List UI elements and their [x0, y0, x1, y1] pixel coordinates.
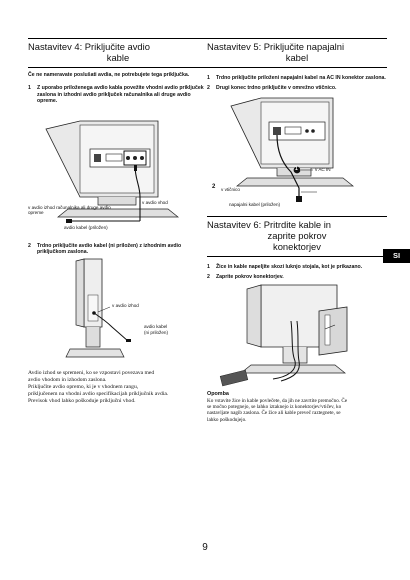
- body-line: priključenem na vhodni avdio specifikaci…: [28, 391, 169, 398]
- monitor-rear-audio-in-drawing: [45, 120, 179, 223]
- audio-output-illustration: v avdio izhod avdio kabel (ni priložen): [28, 255, 208, 365]
- note-line: se močno potegnejo, se lahko iztaknejo i…: [207, 404, 342, 411]
- section6-step1: 1 Žice in kable napeljite skozi luknjo s…: [207, 264, 387, 270]
- callout-2: 2: [212, 183, 216, 190]
- audio-cable-supplied-label: avdio kabel (priložen): [64, 224, 108, 230]
- step-text: Trdno priključite avdio kabel (ni prilož…: [37, 242, 182, 256]
- step-text: Žice in kable napeljite skozi luknjo sto…: [216, 263, 363, 270]
- step-number: 2: [28, 242, 31, 249]
- body-line: avdio vhodom in izhodom zaslona.: [28, 377, 107, 384]
- section6-top-rule: [207, 215, 387, 217]
- audio-in-label: v avdio vhod: [142, 199, 168, 205]
- step-number: 2: [207, 85, 210, 92]
- power-cable-label: napajalni kabel (priložen): [229, 201, 281, 207]
- right-column: Nastavitev 5: Priključite napajalni kabe…: [207, 38, 387, 423]
- step-text: Zaprite pokrov konektorjev.: [216, 274, 284, 281]
- audio-cable-not-supplied-label-l1: avdio kabel: [144, 324, 168, 330]
- section6-heading: Nastavitev 6: Pritrdite kable in zaprite…: [207, 219, 387, 252]
- left-column: Nastavitev 4: Priključite avdio kable Če…: [28, 38, 208, 405]
- step-number: 1: [28, 85, 31, 92]
- note-title: Opomba: [207, 390, 229, 397]
- section4-step2: 2 Trdno priključite avdio kabel (ni pril…: [28, 243, 208, 256]
- section4-title-line1: Nastavitev 4: Priključite avdio: [28, 41, 150, 52]
- note-line: nastavljate nagib zaslona. Če žice ali k…: [207, 410, 341, 417]
- section4-heading: Nastavitev 4: Priključite avdio kable: [28, 41, 208, 63]
- section4-title-line2: kable: [106, 52, 130, 63]
- page-number: 9: [202, 542, 208, 553]
- outlet-label: v vtičnico: [221, 186, 240, 192]
- cable-routing-illustration: [207, 281, 387, 387]
- step-number: 1: [207, 263, 210, 270]
- section4-top-rule: [28, 38, 208, 39]
- section5-bottom-rule: [207, 67, 387, 68]
- section4-step1: 1 Z uporabo priloženega avdio kabla pove…: [28, 85, 208, 104]
- monitor-rear-ac-in-drawing: [230, 97, 354, 202]
- note-body: Ko vstavite žice in kable povlečete, da …: [207, 398, 387, 424]
- step-text: Z uporabo priloženega avdio kabla poveži…: [37, 85, 204, 105]
- audio-input-illustration: v avdio vhod v avdio izhod računalnika a…: [28, 105, 208, 233]
- body-line: Previsok vhod lahko poškoduje priključni…: [28, 398, 136, 405]
- power-cable-illustration: 1 v AC IN 2 v vtičnico napajalni kabel (…: [207, 92, 387, 208]
- body-line: Priključite avdio opremo, ki je v vhodne…: [28, 384, 139, 391]
- section5-title-line1: Nastavitev 5: Priključite napajalni: [207, 41, 345, 52]
- section6-step2: 2 Zaprite pokrov konektorjev.: [207, 274, 387, 280]
- section6-bottom-rule: [207, 255, 387, 257]
- section5-heading: Nastavitev 5: Priključite napajalni kabe…: [207, 41, 387, 63]
- section6-title-line2: zaprite pokrov: [267, 229, 327, 241]
- section4-intro: Če ne nameravate poslušati avdia, ne pot…: [28, 72, 190, 78]
- section5-title-line2: kabel: [285, 52, 309, 63]
- section6-title-line1: Nastavitev 6: Pritrdite kable in: [207, 218, 332, 230]
- step-number: 2: [207, 274, 210, 281]
- step-number: 1: [207, 75, 210, 81]
- section5-step2: 2 Drugi konec trdno priključite v omrežn…: [207, 85, 387, 91]
- note-line: Ko vstavite žice in kable povlečete, da …: [207, 397, 348, 404]
- section4-bottom-rule: [28, 67, 208, 68]
- monitor-side-audio-out-drawing: [65, 258, 131, 358]
- language-tab: SI: [383, 249, 410, 263]
- section4-body-text: Avdio izhod se spremeni, ko se vzpostavi…: [28, 370, 208, 405]
- note-line: lahko poškodujejo.: [207, 416, 247, 423]
- audio-cable-not-supplied-label-l2: (ni priložen): [144, 330, 168, 336]
- section6-title-line3: konektorjev: [273, 240, 321, 252]
- ac-in-label: v AC IN: [315, 166, 331, 172]
- step-text: Trdno priključite priloženi napajalni ka…: [216, 75, 386, 81]
- audio-out-computer-label: v avdio izhod računalnika ali druge avdi…: [28, 204, 111, 215]
- body-line: Avdio izhod se spremeni, ko se vzpostavi…: [28, 370, 155, 377]
- monitor-cable-cover-drawing: [219, 284, 348, 386]
- callout-1: 1: [295, 165, 298, 172]
- section5-top-rule: [207, 38, 387, 39]
- audio-out-label: v avdio izhod: [112, 303, 139, 309]
- section5-step1: 1 Trdno priključite priloženi napajalni …: [207, 75, 387, 81]
- step-text: Drugi konec trdno priključite v omrežno …: [216, 85, 337, 92]
